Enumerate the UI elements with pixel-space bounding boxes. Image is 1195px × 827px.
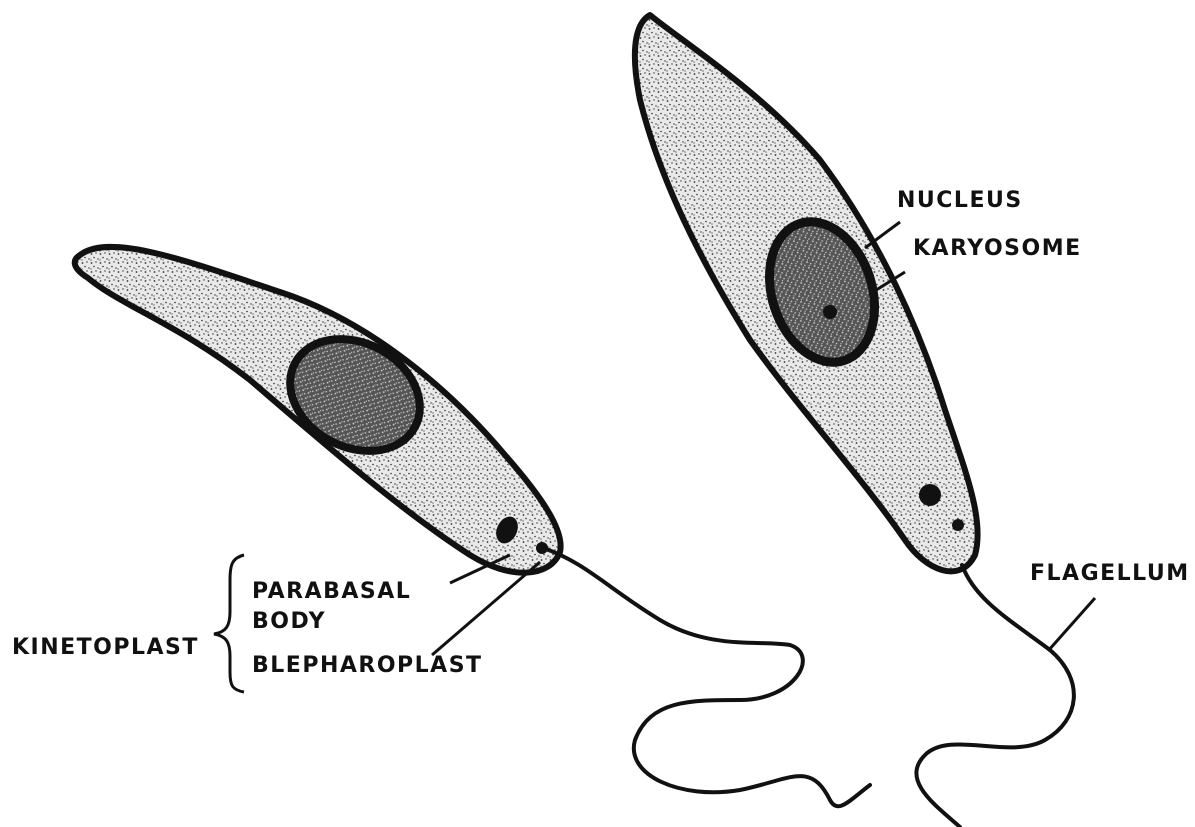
kinetoplast-brace [214,555,244,692]
karyosome-label: KARYOSOME [913,236,1082,261]
right-organism [635,15,1074,827]
right-flagellum [916,565,1073,827]
kinetoplast-label: KINETOPLAST [12,635,199,660]
flagellum-label: FLAGELLUM [1030,561,1190,586]
parabasal-label-line2: BODY [252,609,326,634]
right-blepharoplast [952,519,964,531]
blepharoplast-leader [432,562,540,655]
flagellum-leader [1048,598,1095,651]
right-parabasal-body [919,484,941,506]
left-flagellum [543,548,870,806]
nucleus-label: NUCLEUS [897,188,1023,213]
right-karyosome [823,305,837,319]
parabasal-label-line1: PARABASAL [252,579,411,604]
blepharoplast-label: BLEPHAROPLAST [252,653,483,678]
